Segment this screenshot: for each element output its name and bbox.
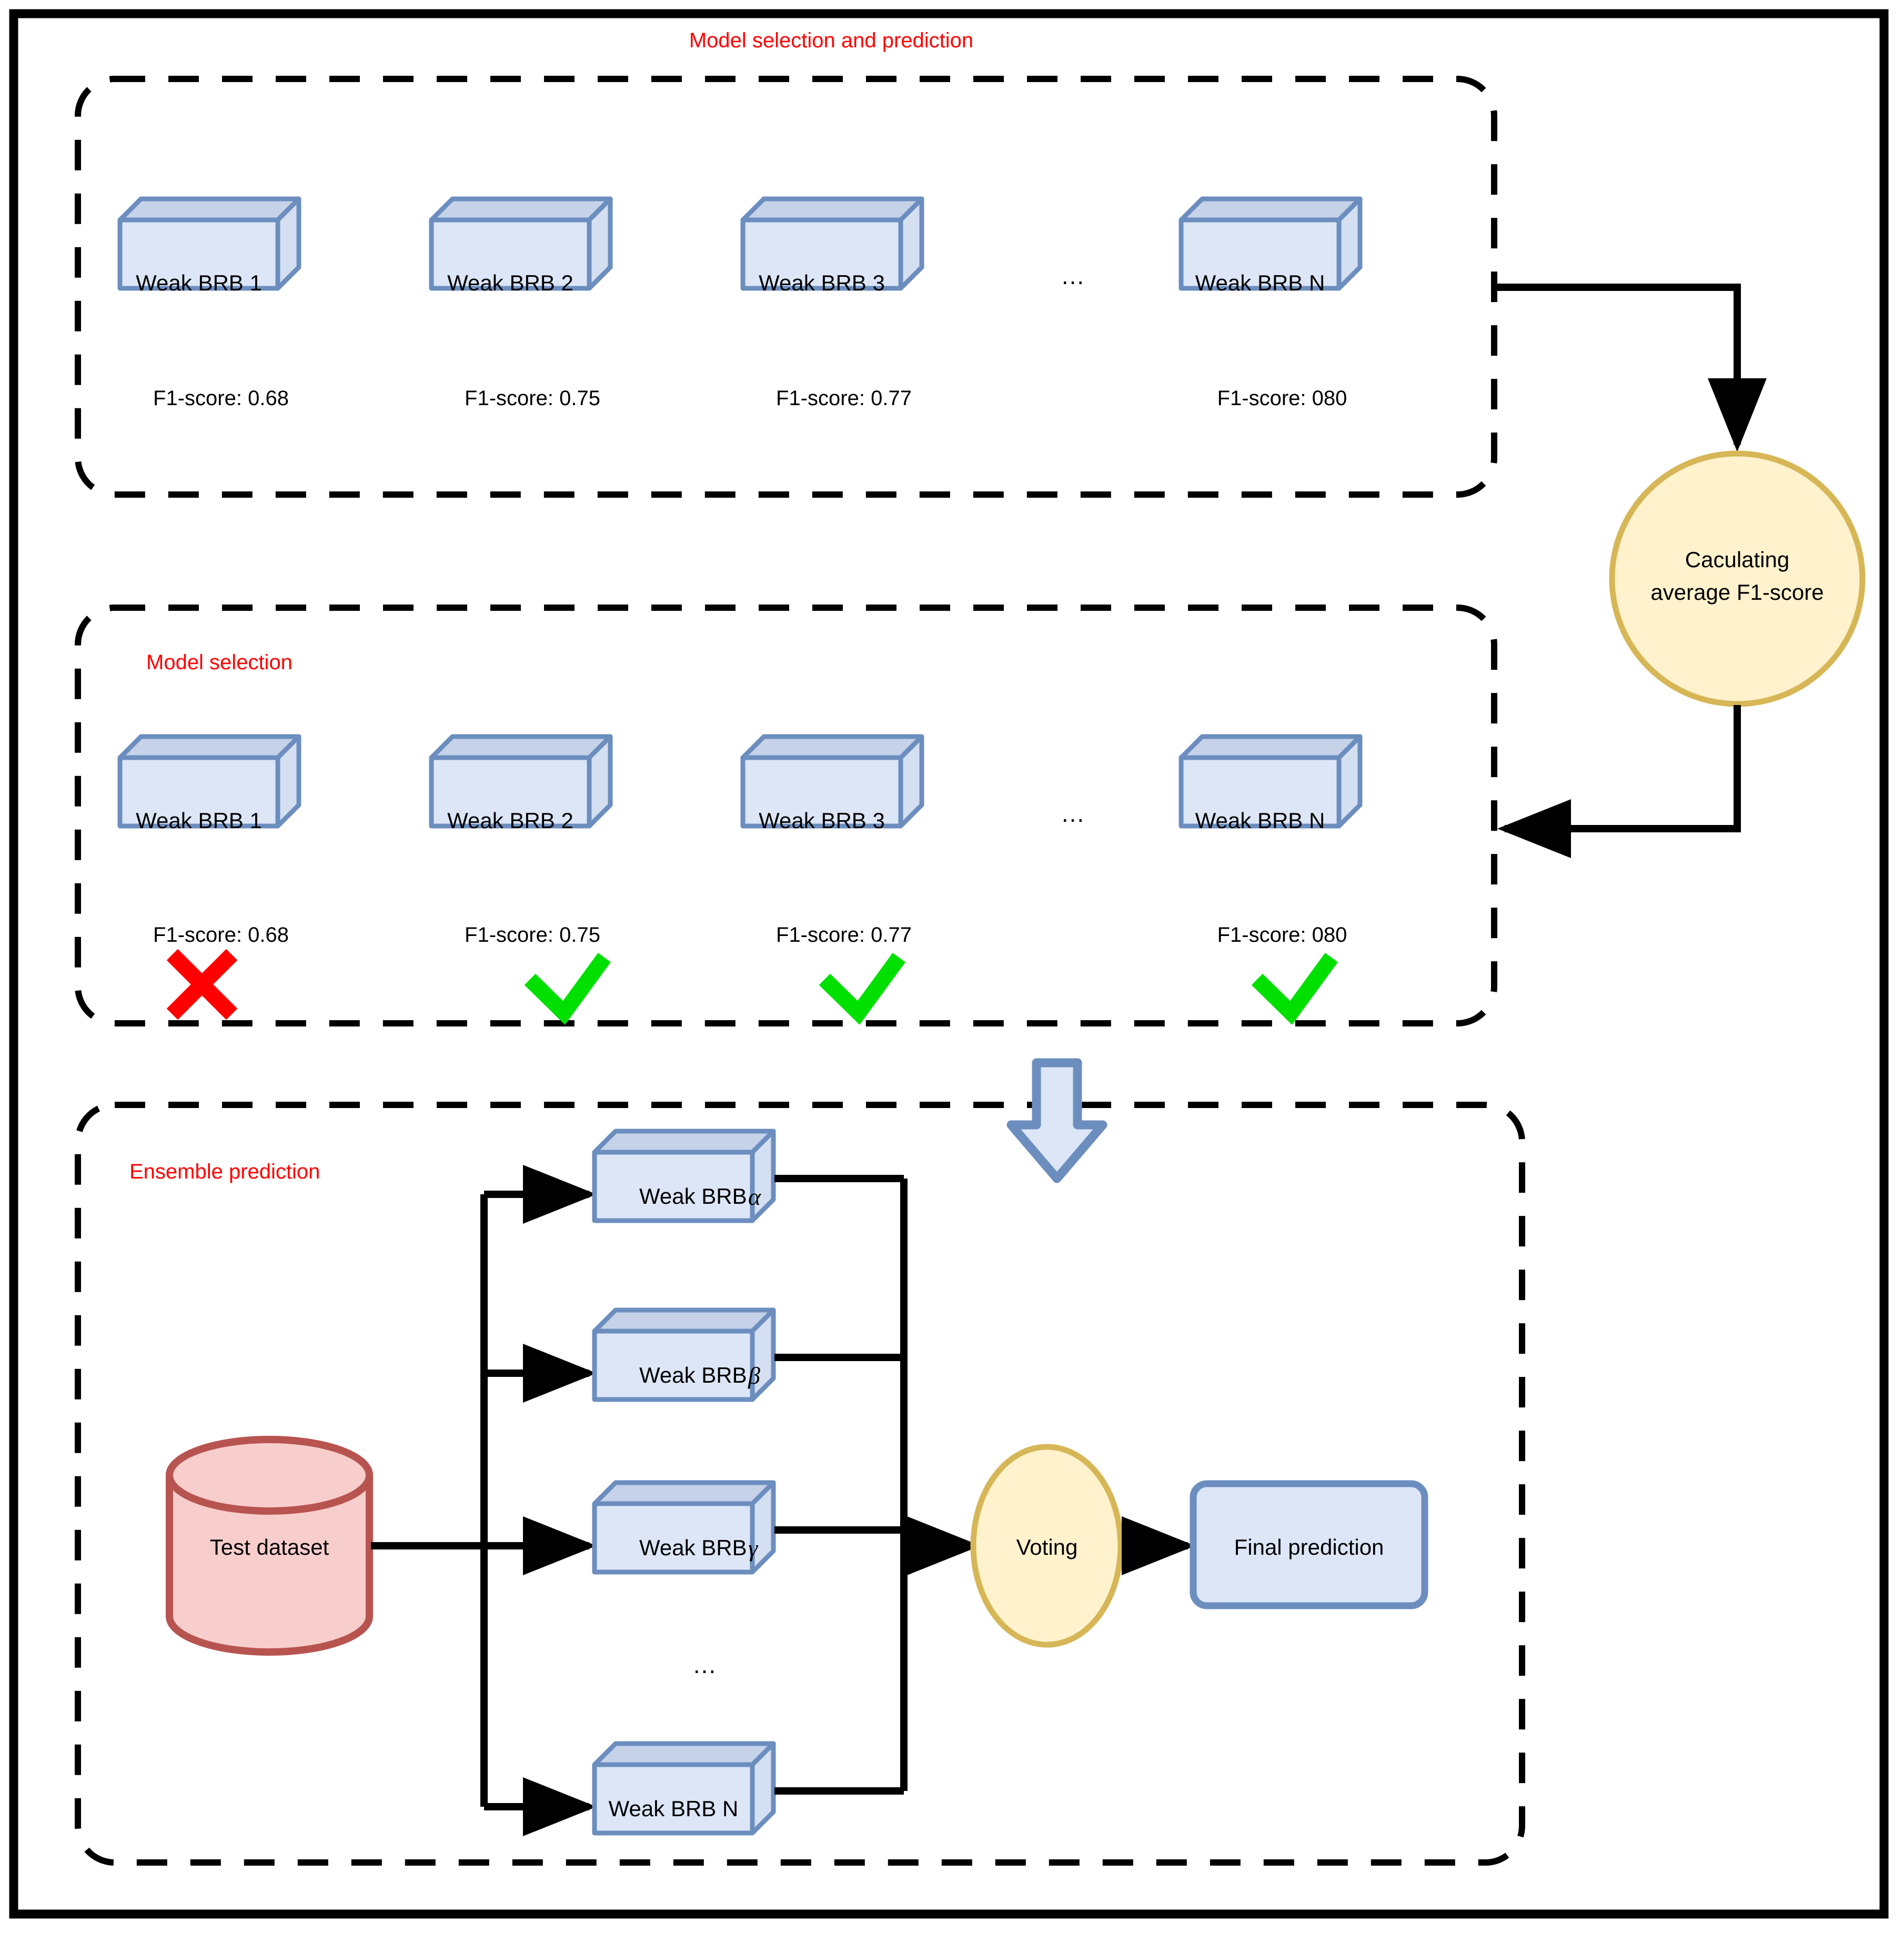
node-voting: Voting — [970, 1444, 1124, 1648]
node-test-dataset: Test dataset — [166, 1436, 373, 1656]
node-label: Weak BRB 1 — [136, 270, 262, 295]
node-weak-brb-1-p2: Weak BRB 1 — [120, 737, 299, 833]
edge-to-calculating — [1497, 284, 1767, 452]
score-label: F1-score: 0.68 — [153, 387, 289, 410]
voting-label: Voting — [1016, 1535, 1078, 1559]
score-label: F1-score: 0.75 — [465, 387, 600, 410]
ellipsis-p2: ... — [1062, 800, 1085, 827]
score-label: F1-score: 0.75 — [465, 923, 600, 947]
panel-title-model-selection: Model selection — [146, 651, 293, 674]
node-weak-brb-alpha: Weak BRB α — [595, 1131, 773, 1221]
node-label: Weak BRB 2 — [447, 808, 573, 833]
node-weak-brb-gamma: Weak BRB γ — [595, 1483, 773, 1572]
score-label: F1-score: 0.68 — [153, 923, 289, 947]
node-greek: β — [748, 1362, 760, 1389]
dataset-label: Test dataset — [210, 1535, 329, 1559]
check-icon-p2-4 — [1251, 953, 1338, 1025]
node-label: Weak BRB N — [1195, 808, 1325, 833]
panel-title-model-selection-and-prediction: Model selection and prediction — [689, 29, 973, 52]
panel-model-selection-and-prediction — [75, 76, 1497, 498]
node-weak-brb-3-p1: Weak BRB 3 — [743, 199, 922, 295]
node-label: Weak BRB — [639, 1184, 747, 1209]
down-arrow-icon — [1006, 1058, 1107, 1183]
node-calculating-average-f1: Caculating average F1-score — [1609, 450, 1866, 707]
final-label: Final prediction — [1234, 1535, 1384, 1559]
outer-frame — [9, 9, 1889, 1919]
node-weak-brb-n-p2: Weak BRB N — [1181, 737, 1360, 833]
score-label: F1-score: 0.77 — [776, 387, 912, 410]
score-label: F1-score: 0.77 — [776, 923, 912, 947]
node-label: Weak BRB N — [609, 1796, 739, 1821]
node-label: Weak BRB — [639, 1535, 747, 1560]
node-label: Weak BRB 3 — [759, 808, 885, 833]
node-label: Weak BRB 3 — [759, 270, 885, 295]
panel-ensemble-prediction — [75, 1102, 1525, 1866]
node-weak-brb-1-p1: Weak BRB 1 — [120, 199, 299, 295]
ellipsis-p1: ... — [1062, 262, 1085, 289]
node-label: Weak BRB N — [1195, 270, 1325, 295]
panel-title-ensemble-prediction: Ensemble prediction — [129, 1160, 320, 1183]
panel-model-selection — [75, 605, 1497, 1026]
calc-line-2: average F1-score — [1650, 580, 1824, 605]
ellipsis-p3: ... — [693, 1651, 717, 1678]
score-label: F1-score: 080 — [1217, 387, 1347, 410]
node-weak-brb-3-p2: Weak BRB 3 — [743, 737, 922, 833]
node-final-prediction: Final prediction — [1190, 1480, 1428, 1609]
edge-from-calculating — [1497, 705, 1741, 858]
node-weak-brb-beta: Weak BRB β — [595, 1310, 773, 1400]
node-weak-brb-n-p1: Weak BRB N — [1181, 199, 1360, 295]
node-greek: γ — [748, 1535, 759, 1562]
node-weak-brb-2-p1: Weak BRB 2 — [431, 199, 610, 295]
node-weak-brb-2-p2: Weak BRB 2 — [431, 737, 610, 833]
check-icon-p2-3 — [819, 953, 905, 1025]
node-greek: α — [748, 1183, 761, 1210]
node-weak-brb-n-p3: Weak BRB N — [595, 1744, 773, 1833]
check-icon-p2-2 — [524, 953, 611, 1025]
score-label: F1-score: 080 — [1217, 923, 1347, 947]
node-label: Weak BRB 2 — [447, 270, 573, 295]
calc-line-1: Caculating — [1685, 547, 1789, 572]
node-label: Weak BRB — [639, 1363, 747, 1387]
node-label: Weak BRB 1 — [136, 808, 262, 833]
cross-icon-p2-1 — [166, 949, 238, 1020]
